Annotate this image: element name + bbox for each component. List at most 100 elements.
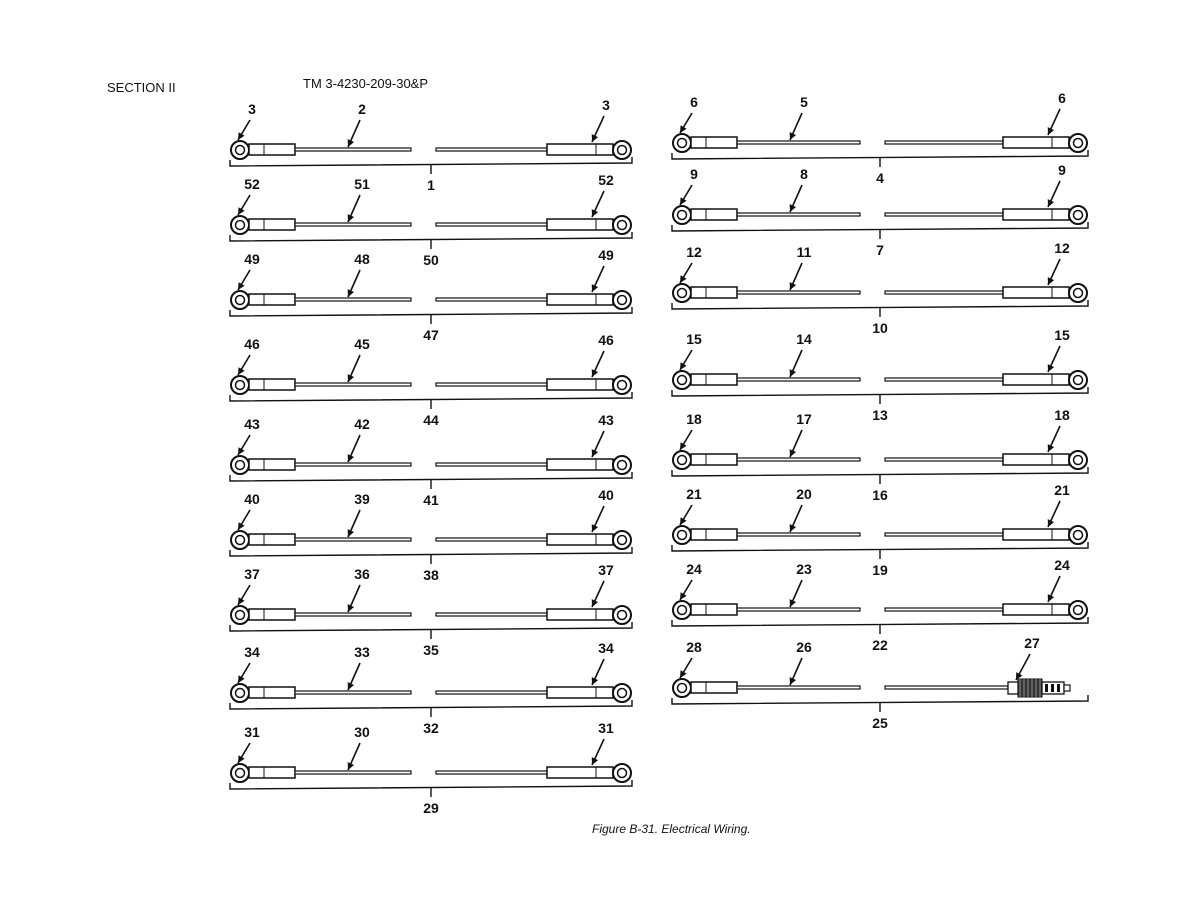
wire-right-section	[435, 297, 548, 302]
callout-wire: 14	[796, 331, 812, 347]
callout-arrow-icon	[1047, 500, 1061, 528]
wire-right-section	[435, 537, 548, 542]
wire-right-section	[884, 457, 1004, 462]
wire-left-section	[294, 297, 412, 302]
sleeve-left	[690, 528, 738, 541]
callout-arrow-icon	[237, 354, 251, 376]
callout-left-end: 15	[686, 331, 702, 347]
callout-arrow-icon	[789, 262, 803, 291]
assembly-bracket	[671, 150, 1089, 160]
callout-right-end: 24	[1054, 557, 1070, 573]
technical-manual-number: TM 3-4230-209-30&P	[303, 76, 429, 91]
sleeve-left	[248, 686, 296, 699]
wire-left-section	[294, 612, 412, 617]
wire-right-section	[435, 690, 548, 695]
callout-assembly: 38	[423, 567, 439, 583]
callout-arrow-icon	[591, 265, 605, 293]
callout-arrow-icon	[679, 579, 693, 601]
sleeve-left	[690, 603, 738, 616]
sleeve-right	[1002, 373, 1070, 386]
callout-arrow-icon	[591, 350, 605, 378]
wire-left-section	[736, 607, 861, 612]
wire-right-section	[435, 382, 548, 387]
wire-right-section	[884, 532, 1004, 537]
callout-wire: 51	[354, 176, 370, 192]
sleeve-left	[248, 218, 296, 231]
callout-left-end: 3	[248, 101, 256, 117]
callout-wire: 30	[354, 724, 370, 740]
sleeve-left	[690, 286, 738, 299]
wire-left-section	[736, 685, 861, 690]
callout-arrow-icon	[237, 269, 251, 291]
callout-left-end: 40	[244, 491, 260, 507]
callout-arrow-icon	[789, 657, 803, 686]
callout-assembly: 50	[423, 252, 439, 268]
wire-left-section	[736, 377, 861, 382]
sleeve-right	[546, 293, 614, 306]
wire-left-section	[736, 212, 861, 217]
wire-left-section	[736, 290, 861, 295]
callout-left-end: 28	[686, 639, 702, 655]
callout-right-end: 49	[598, 247, 614, 263]
sleeve-right	[1002, 453, 1070, 466]
wire-right-section	[435, 462, 548, 467]
section-heading: SECTION II	[107, 80, 176, 95]
assembly-bracket	[229, 307, 633, 317]
callout-arrow-icon	[237, 119, 251, 141]
callout-assembly: 16	[872, 487, 888, 503]
wire-right-section	[884, 212, 1004, 217]
callout-right-end: 52	[598, 172, 614, 188]
callout-arrow-icon	[347, 119, 361, 148]
wire-right-section	[884, 607, 1004, 612]
callout-arrow-icon	[591, 505, 605, 533]
callout-right-end: 21	[1054, 482, 1070, 498]
callout-arrow-icon	[1047, 258, 1061, 286]
callout-arrow-icon	[591, 738, 605, 766]
assembly-bracket	[671, 695, 1089, 705]
callout-arrow-icon	[679, 184, 693, 206]
sleeve-right	[546, 686, 614, 699]
callout-right-end: 3	[602, 97, 610, 113]
callout-right-end: 31	[598, 720, 614, 736]
callout-left-end: 37	[244, 566, 260, 582]
callout-left-end: 46	[244, 336, 260, 352]
wire-right-section	[884, 377, 1004, 382]
callout-wire: 2	[358, 101, 366, 117]
callout-assembly: 25	[872, 715, 888, 731]
callout-right-end: 9	[1058, 162, 1066, 178]
assembly-bracket	[671, 542, 1089, 552]
wire-left-section	[294, 462, 412, 467]
wire-right-section	[884, 685, 1009, 690]
callout-arrow-icon	[789, 184, 803, 213]
sleeve-right	[546, 766, 614, 779]
sleeve-left	[690, 136, 738, 149]
callout-arrow-icon	[237, 742, 251, 764]
wire-left-section	[294, 222, 412, 227]
sleeve-left	[690, 208, 738, 221]
callout-right-end: 43	[598, 412, 614, 428]
wire-right-section	[884, 290, 1004, 295]
callout-arrow-icon	[1047, 575, 1061, 603]
callout-arrow-icon	[347, 354, 361, 383]
sleeve-left	[690, 453, 738, 466]
callout-wire: 8	[800, 166, 808, 182]
callout-arrow-icon	[591, 430, 605, 458]
assembly-bracket	[229, 780, 633, 790]
callout-right-end: 27	[1024, 635, 1040, 651]
callout-left-end: 34	[244, 644, 260, 660]
callout-arrow-icon	[789, 349, 803, 378]
callout-arrow-icon	[679, 349, 693, 371]
callout-arrow-icon	[347, 662, 361, 691]
callout-left-end: 21	[686, 486, 702, 502]
callout-right-end: 34	[598, 640, 614, 656]
callout-right-end: 18	[1054, 407, 1070, 423]
wire-right-section	[884, 140, 1004, 145]
